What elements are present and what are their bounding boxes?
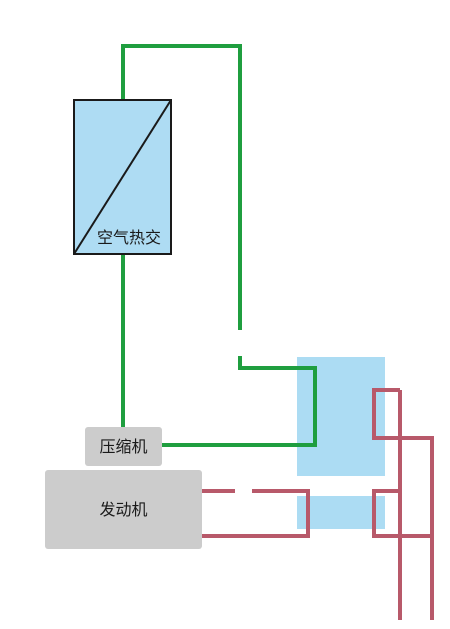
water-tank xyxy=(297,357,385,529)
air-heat-exchanger: 空气热交 xyxy=(73,99,172,255)
engine: 发动机 xyxy=(45,470,202,549)
air-heat-exchanger-label: 空气热交 xyxy=(97,228,161,247)
refrigerant-line-tank-coil xyxy=(162,356,317,447)
compressor-label: 压缩机 xyxy=(99,437,147,456)
compressor-box xyxy=(85,427,162,466)
coolant-line-tank-loop-outer xyxy=(372,388,434,620)
coolant-line-lower-coil xyxy=(372,489,432,538)
refrigerant-circuit xyxy=(121,44,317,447)
engine-box xyxy=(45,470,202,549)
coolant-line-engine-loop xyxy=(202,489,310,538)
refrigerant-line-top-loop xyxy=(121,44,242,330)
compressor: 压缩机 xyxy=(85,427,162,466)
coolant-circuit xyxy=(202,388,434,620)
air-heat-exchanger-diagonal xyxy=(73,99,172,255)
engine-label: 发动机 xyxy=(99,500,147,519)
water-tank-upper-block xyxy=(297,357,385,476)
water-tank-lower-block xyxy=(297,496,385,529)
